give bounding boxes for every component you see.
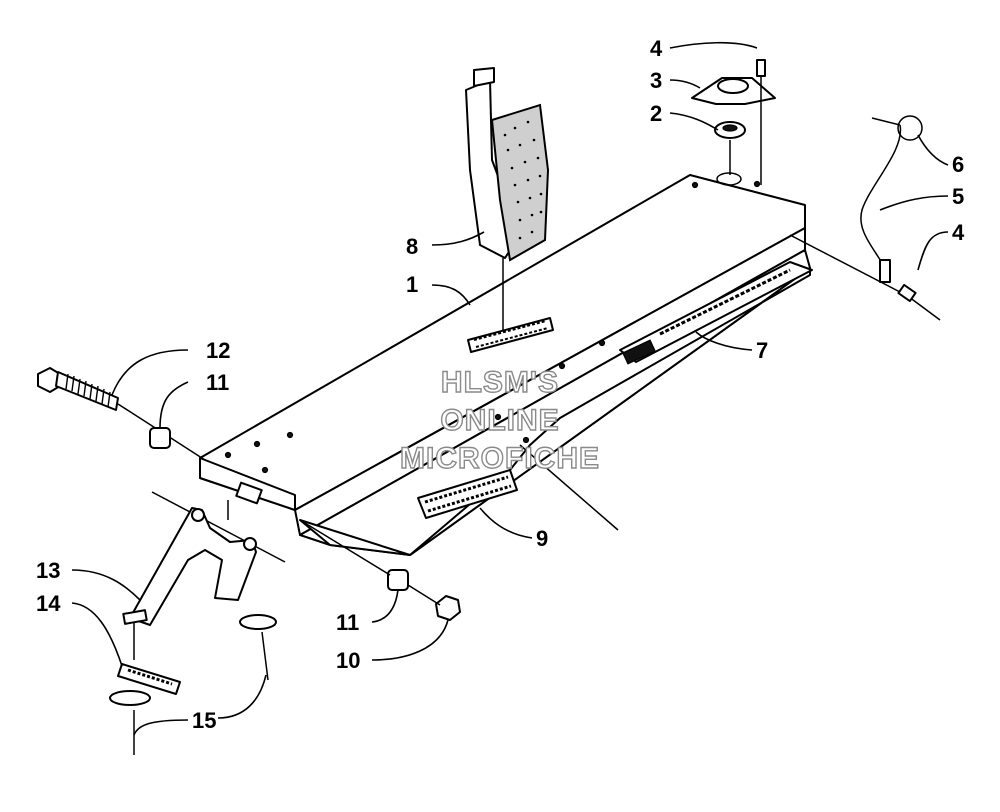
leader-lines (71, 41, 949, 736)
chassis-rivet (558, 362, 566, 370)
watermark: HLSM'S ONLINE MICROFICHE (399, 365, 600, 475)
tether-assembly (789, 115, 941, 321)
chassis-rivet (494, 413, 502, 421)
callout-14: 14 (36, 591, 61, 616)
bracket-plate-print (127, 668, 173, 686)
chassis-pan (199, 172, 811, 556)
chassis-rivet (286, 431, 294, 439)
leader-15-right (217, 674, 267, 719)
leader-12 (111, 349, 189, 396)
hinge-nut (435, 595, 461, 621)
hinge-bolt-thread (65, 373, 111, 408)
chassis-hinge-tab (235, 481, 263, 505)
leader-4-top (669, 41, 758, 49)
bracket-washer (109, 690, 151, 706)
chassis-rivet (261, 466, 269, 474)
bracket-foot (122, 609, 148, 625)
bracket-hole (191, 508, 205, 522)
leader-4-right (917, 231, 949, 271)
chassis-rivet (598, 339, 606, 347)
hinge-axis-line (407, 584, 441, 606)
side-rail-print (659, 268, 791, 336)
leader-11-top (159, 381, 189, 429)
watermark-line-2: ONLINE (440, 404, 559, 437)
skid-plate (299, 267, 811, 556)
callout-12: 12 (206, 338, 230, 363)
leader-15-left (133, 719, 189, 736)
chassis-rivet (753, 180, 761, 188)
callout-8: 8 (406, 234, 418, 259)
leader-2 (669, 112, 719, 131)
callout-2: 2 (650, 101, 662, 126)
leader-7 (695, 331, 753, 351)
foot-strap-pad (490, 103, 550, 262)
callout-7: 7 (756, 338, 768, 363)
callout-10: 10 (336, 648, 360, 673)
callout-4-top: 4 (650, 36, 663, 61)
hinge-bushing-left (149, 427, 171, 449)
tether-clip (871, 117, 901, 126)
leader-13 (71, 569, 141, 601)
foot-strap (465, 67, 550, 330)
tether-cord (860, 124, 902, 271)
decal-print-line (427, 484, 512, 513)
side-rail-logo (622, 339, 656, 365)
callout-11-top: 11 (206, 370, 229, 395)
chassis-rivet (253, 440, 261, 448)
bracket-washer (239, 614, 277, 630)
leader-8 (431, 231, 485, 246)
watermark-line-3: MICROFICHE (400, 442, 600, 475)
callout-3: 3 (650, 68, 662, 93)
leader-11-bottom (371, 589, 399, 623)
leader-6 (917, 134, 949, 166)
bracket-hole (243, 537, 257, 551)
chassis-rivet (224, 451, 232, 459)
deck-decal (467, 317, 554, 353)
callout-5: 5 (952, 184, 964, 209)
tether-ring (897, 115, 923, 141)
foot-strap-tab (473, 67, 495, 87)
bracket-axis-line (151, 491, 286, 563)
leader-1 (431, 284, 471, 306)
leader-14 (71, 602, 123, 667)
watermark-line-1: HLSM'S (441, 366, 559, 399)
leader-9 (479, 507, 533, 539)
side-rail-decal (619, 261, 813, 365)
hinge-axis-line (299, 519, 391, 576)
leader-3 (669, 79, 701, 89)
callout-6: 6 (952, 152, 964, 177)
mount-plate-boss (717, 78, 749, 94)
callout-1: 1 (406, 272, 418, 297)
chassis-rivet (691, 181, 699, 189)
leader-10 (371, 619, 449, 661)
tether-plug (879, 259, 891, 283)
callout-9: 9 (536, 526, 548, 551)
mount-grommet-hole (722, 124, 738, 132)
callout-4-right: 4 (952, 220, 965, 245)
hinge-bolt-assembly (37, 367, 619, 621)
leader-5 (879, 195, 949, 211)
tether-pin-head (897, 283, 917, 303)
mount-bolt (756, 59, 766, 77)
callout-15: 15 (192, 708, 216, 733)
hinge-bushing-right (387, 569, 409, 591)
foot-strap-texture (503, 120, 543, 240)
bracket-rivet (261, 631, 269, 681)
chassis-rivet (522, 436, 530, 444)
skid-plate-body (299, 267, 811, 556)
callout-13: 13 (36, 558, 60, 583)
chassis-mount-hole (716, 172, 742, 186)
tether-guide-line (789, 234, 901, 293)
callout-11-bottom: 11 (336, 610, 359, 635)
decal-print-line (424, 475, 509, 504)
bracket-assembly (109, 491, 286, 755)
skid-guide-line (519, 444, 619, 531)
callout-labels: 1 2 3 4 4 5 6 7 8 9 10 11 11 12 13 14 15 (36, 36, 965, 733)
chassis-rear-edge (689, 174, 806, 206)
top-mount-assembly (691, 59, 776, 185)
